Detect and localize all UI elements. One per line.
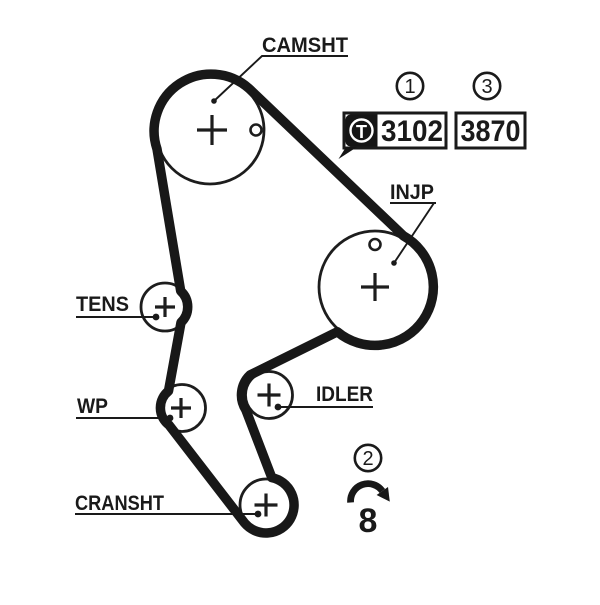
idler-leader-dot	[274, 403, 282, 411]
callout-2: 2 8	[347, 443, 390, 540]
tensioner-leader-dot	[152, 313, 160, 321]
tensioner-center-cross	[155, 297, 175, 317]
injection-pump-leader-line	[390, 202, 436, 264]
camshaft-pin-hole	[249, 123, 263, 137]
injection-pump-leader-dot	[391, 260, 397, 266]
injection-pump-label: INJP	[390, 181, 434, 204]
callout-1: 1 T 3102	[338, 71, 448, 159]
callout-3: 3 3870	[454, 71, 527, 150]
brand-logo-bg2	[362, 114, 378, 147]
camshaft-leader-line	[213, 55, 348, 102]
brand-logo-letter: T	[356, 122, 367, 142]
part-code-1: 3102	[381, 115, 443, 148]
idler-label: IDLER	[316, 383, 373, 406]
brand-logo-ring	[349, 118, 374, 143]
injection-pump-center-cross	[361, 273, 389, 301]
rotation-arrow-arc	[347, 480, 386, 503]
callout-3-circle	[472, 71, 502, 101]
camshaft-leader-dot	[211, 98, 217, 104]
brand-logo: T	[338, 114, 378, 159]
teeth-count: 8	[359, 502, 378, 540]
callout-2-number: 2	[362, 448, 373, 470]
water-pump-center-cross	[171, 398, 191, 418]
water-pump-label: WP	[77, 395, 108, 418]
callout-1-circle	[395, 71, 425, 101]
crankshaft-leader-dot	[254, 510, 262, 518]
crankshaft-label: CRANSHT	[75, 492, 164, 515]
callout-2-circle	[353, 443, 383, 473]
callout-3-number: 3	[481, 76, 492, 98]
idler-center-cross	[257, 383, 281, 407]
brand-logo-tail	[338, 147, 357, 159]
rotation-arrow-head	[376, 487, 390, 502]
part-code-3: 3870	[461, 115, 521, 148]
camshaft-label: CAMSHT	[262, 34, 348, 57]
camshaft-center-cross	[197, 115, 227, 145]
callout-1-number: 1	[404, 76, 415, 98]
injection-pump-pin-hole	[368, 237, 382, 252]
timing-belt	[149, 69, 439, 538]
crankshaft-center-cross	[254, 493, 278, 517]
tensioner-label: TENS	[76, 293, 129, 316]
part-code-box-3	[454, 111, 527, 150]
